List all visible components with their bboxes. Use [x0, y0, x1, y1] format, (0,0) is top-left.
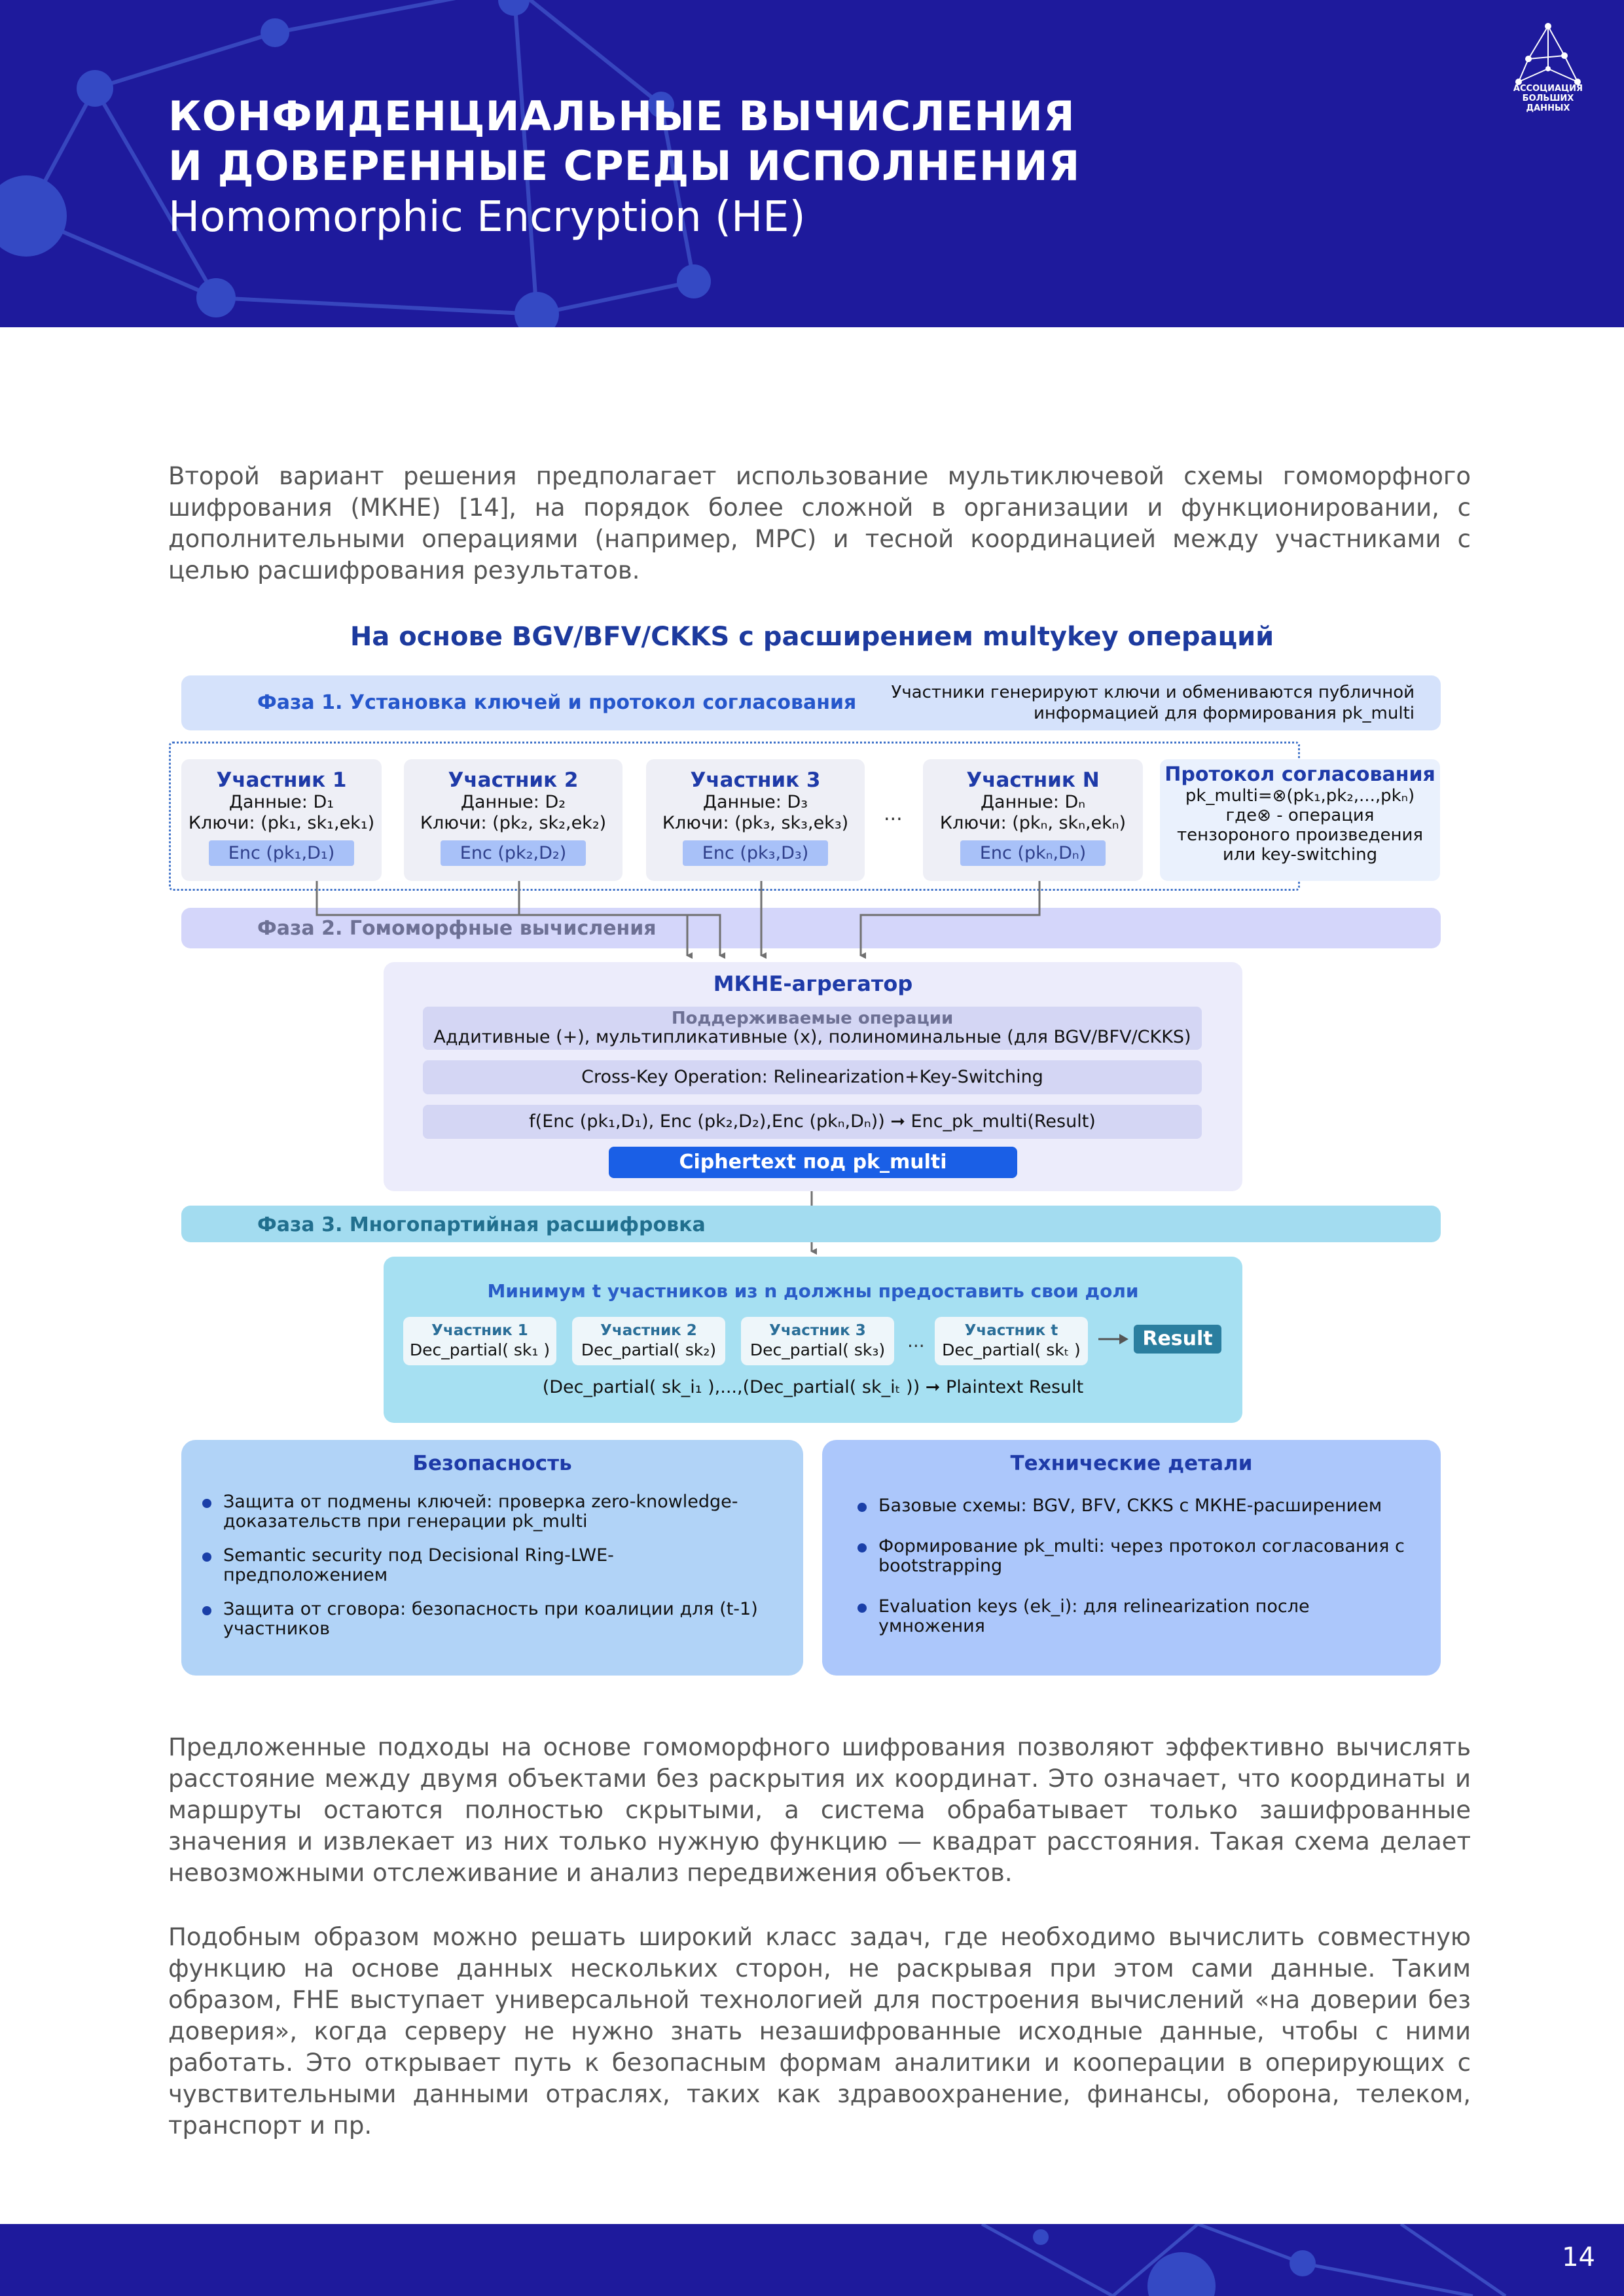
formula-box: f(Enc (pk₁,D₁), Enc (pk₂,D₂),Enc (pkₙ,Dₙ… — [423, 1105, 1202, 1139]
decryption-formula: (Dec_partial( sk_i₁ ),...,(Dec_partial( … — [384, 1377, 1242, 1397]
list-item: Evaluation keys (ek_i): для relinearizat… — [878, 1597, 1415, 1636]
ciphertext-badge: Ciphertext под pk_multi — [609, 1147, 1017, 1178]
footer-network-graphic — [0, 2224, 1624, 2296]
page-number: 14 — [1562, 2242, 1595, 2272]
connector-participant-n — [861, 881, 1039, 956]
body-paragraph-3: Подобным образом можно решать широкий кл… — [168, 1922, 1471, 2142]
security-title: Безопасность — [181, 1452, 803, 1475]
decryption-party-t: Участник t Dec_partial( skₜ ) — [935, 1317, 1088, 1365]
decryption-title: Минимум t участников из n должны предост… — [384, 1280, 1242, 1302]
connector-participant1 — [317, 881, 687, 956]
technical-title: Технические детали — [822, 1452, 1441, 1475]
decryption-party-name: Участник t — [935, 1321, 1088, 1340]
aggregator-title: МКНЕ-агрегатор — [384, 971, 1242, 996]
result-badge: Result — [1134, 1325, 1221, 1354]
security-panel: Безопасность Защита от подмены ключей: п… — [181, 1440, 803, 1676]
decryption-party-1: Участник 1 Dec_partial( sk₁ ) — [403, 1317, 556, 1365]
security-list: Защита от подмены ключей: проверка zero-… — [223, 1492, 777, 1653]
supported-operations-text: Аддитивные (+), мультипликативные (х), п… — [423, 1028, 1202, 1047]
decryption-party-value: Dec_partial( skₜ ) — [935, 1340, 1088, 1360]
arrow-right-icon — [1097, 1331, 1130, 1347]
list-item: Защита от сговора: безопасность при коал… — [223, 1600, 777, 1639]
cross-key-box: Cross-Key Operation: Relinearization+Key… — [423, 1060, 1202, 1094]
decryption-party-name: Участник 1 — [403, 1321, 556, 1340]
decryption-party-3: Участник 3 Dec_partial( sk₃) — [741, 1317, 894, 1365]
decryption-party-value: Dec_partial( sk₁ ) — [403, 1340, 556, 1360]
list-item: Semantic security под Decisional Ring-LW… — [223, 1546, 777, 1585]
phase3-label: Фаза 3. Многопартийная расшифровка — [257, 1213, 706, 1236]
list-item: Формирование pk_multi: через протокол со… — [878, 1537, 1415, 1576]
decryption-panel: Минимум t участников из n должны предост… — [384, 1257, 1242, 1423]
footer-banner: 14 — [0, 2224, 1624, 2296]
supported-operations-header: Поддерживаемые операции — [423, 1009, 1202, 1028]
phase3-bar: Фаза 3. Многопартийная расшифровка — [181, 1206, 1441, 1242]
decryption-ellipsis: ... — [907, 1330, 925, 1352]
supported-operations-box: Поддерживаемые операции Аддитивные (+), … — [423, 1007, 1202, 1050]
cross-key-text: Cross-Key Operation: Relinearization+Key… — [423, 1060, 1202, 1094]
mkhe-aggregator-panel: МКНЕ-агрегатор Поддерживаемые операции А… — [384, 962, 1242, 1191]
formula-text: f(Enc (pk₁,D₁), Enc (pk₂,D₂),Enc (pkₙ,Dₙ… — [423, 1105, 1202, 1139]
decryption-party-name: Участник 3 — [741, 1321, 894, 1340]
decryption-party-value: Dec_partial( sk₃) — [741, 1340, 894, 1360]
body-paragraph-2: Предложенные подходы на основе гомоморфн… — [168, 1732, 1471, 1889]
list-item: Защита от подмены ключей: проверка zero-… — [223, 1492, 777, 1532]
technical-details-panel: Технические детали Базовые схемы: BGV, B… — [822, 1440, 1441, 1676]
decryption-party-value: Dec_partial( sk₂) — [572, 1340, 725, 1360]
decryption-party-2: Участник 2 Dec_partial( sk₂) — [572, 1317, 725, 1365]
connector-participant2 — [519, 881, 720, 956]
technical-list: Базовые схемы: BGV, BFV, CKKS с МКНЕ-рас… — [878, 1496, 1415, 1657]
list-item: Базовые схемы: BGV, BFV, CKKS с МКНЕ-рас… — [878, 1496, 1415, 1516]
decryption-party-name: Участник 2 — [572, 1321, 725, 1340]
